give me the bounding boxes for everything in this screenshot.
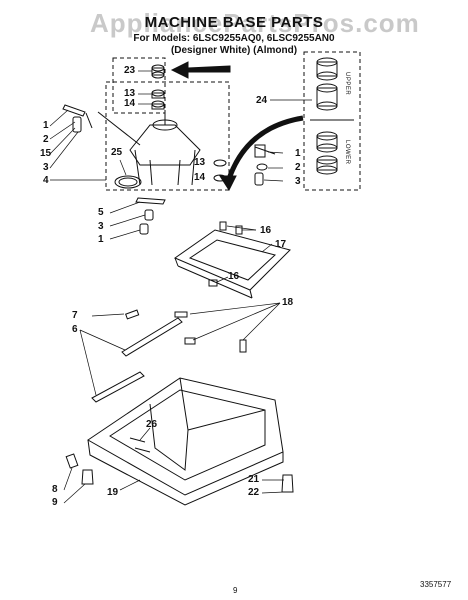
- bearing-kit-box: [303, 51, 361, 191]
- curved-arrow-bearings: [225, 115, 304, 183]
- callout-22: 22: [248, 487, 260, 498]
- diagram-title: MACHINE BASE PARTS: [144, 14, 324, 31]
- hub-assembly: [129, 124, 201, 166]
- pointer-arrow-23: [170, 61, 231, 79]
- assembly-group-box-main: [105, 81, 230, 191]
- callout-16-mid: 16: [228, 271, 240, 282]
- model-numbers: For Models: 6LSC9255AQ0, 6LSC9255AN0: [133, 33, 335, 44]
- site-watermark: AppliancePartsPros.com: [90, 8, 420, 38]
- callout-1-bottom: 1: [98, 234, 104, 245]
- callout-24: 24: [256, 95, 268, 106]
- callout-18: 18: [282, 297, 294, 308]
- callout-3-right: 3: [295, 176, 301, 187]
- callout-23: 23: [124, 65, 136, 76]
- document-number: 3357577: [420, 580, 452, 589]
- callout-26: 26: [146, 419, 158, 430]
- callout-14-box: 14: [194, 172, 206, 183]
- machine-base-19: [87, 377, 284, 496]
- callout-17: 17: [275, 239, 287, 250]
- callout-3-left: 3: [43, 162, 49, 173]
- callout-6: 6: [72, 324, 78, 335]
- callout-14-top: 14: [124, 98, 136, 109]
- callout-16-top: 16: [260, 225, 272, 236]
- curved-arrow-head: [219, 175, 237, 192]
- callout-13-box: 13: [194, 157, 206, 168]
- callout-2-right: 2: [295, 162, 301, 173]
- callout-9: 9: [52, 497, 58, 508]
- upper-bearing-label: UPPER: [344, 72, 350, 96]
- color-variants: (Designer White) (Almond): [170, 45, 298, 56]
- callout-15: 15: [40, 148, 52, 159]
- callout-3-bottom: 3: [98, 221, 104, 232]
- callout-1-left: 1: [43, 120, 49, 131]
- callout-21: 21: [248, 474, 260, 485]
- lower-bearing-label: LOWER: [344, 140, 350, 165]
- callout-2-left: 2: [43, 134, 49, 145]
- callout-25: 25: [111, 147, 123, 158]
- callout-7: 7: [72, 310, 78, 321]
- shroud-17: [173, 229, 291, 291]
- callout-13-top: 13: [124, 88, 136, 99]
- callout-8: 8: [52, 484, 58, 495]
- callout-5: 5: [98, 207, 104, 218]
- page-number: 9: [233, 586, 238, 595]
- ring-25: [114, 175, 142, 189]
- callout-19: 19: [107, 487, 119, 498]
- assembly-group-box-top: [112, 57, 166, 114]
- callout-1-right: 1: [295, 148, 301, 159]
- callout-4: 4: [43, 175, 49, 186]
